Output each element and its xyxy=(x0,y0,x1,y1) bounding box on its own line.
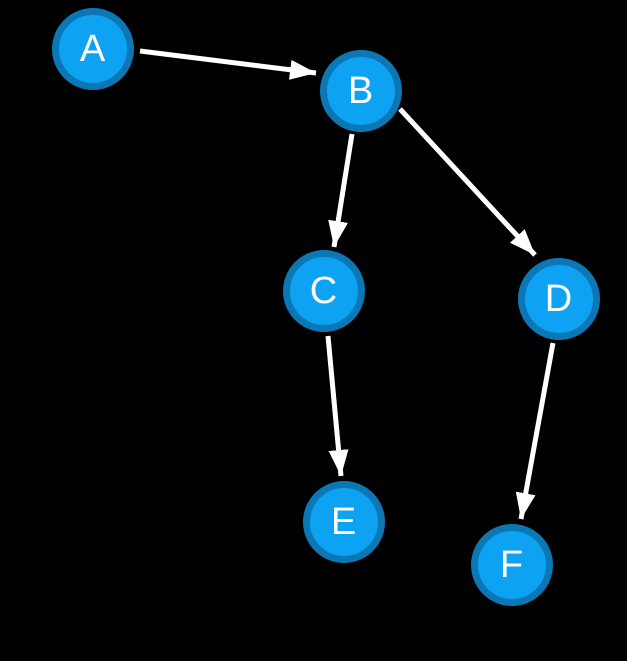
node-circle xyxy=(52,8,134,90)
node-B[interactable]: B xyxy=(320,50,402,132)
edge-D-F xyxy=(515,342,556,520)
node-C[interactable]: C xyxy=(283,250,365,332)
node-circle xyxy=(320,50,402,132)
node-circle xyxy=(303,481,385,563)
edge-A-B xyxy=(139,48,317,80)
edge-line xyxy=(325,335,349,477)
node-label: F xyxy=(500,544,524,586)
node-F[interactable]: F xyxy=(471,524,553,606)
edge-B-C xyxy=(328,133,355,248)
nodes-layer: A B C D E F xyxy=(52,8,600,606)
edge-C-E xyxy=(325,335,349,477)
node-circle xyxy=(518,258,600,340)
node-circle xyxy=(283,250,365,332)
edge-line xyxy=(515,342,556,520)
node-A[interactable]: A xyxy=(52,8,134,90)
node-label: B xyxy=(348,70,374,112)
node-label: D xyxy=(545,278,573,320)
edge-line xyxy=(139,48,317,80)
node-label: A xyxy=(80,28,106,70)
node-circle xyxy=(471,524,553,606)
node-D[interactable]: D xyxy=(518,258,600,340)
node-label: C xyxy=(310,270,338,312)
edges-layer xyxy=(139,48,556,520)
node-E[interactable]: E xyxy=(303,481,385,563)
edge-line xyxy=(328,133,355,248)
edge-line xyxy=(398,107,537,257)
node-label: E xyxy=(331,501,357,543)
edge-B-D xyxy=(398,107,537,257)
